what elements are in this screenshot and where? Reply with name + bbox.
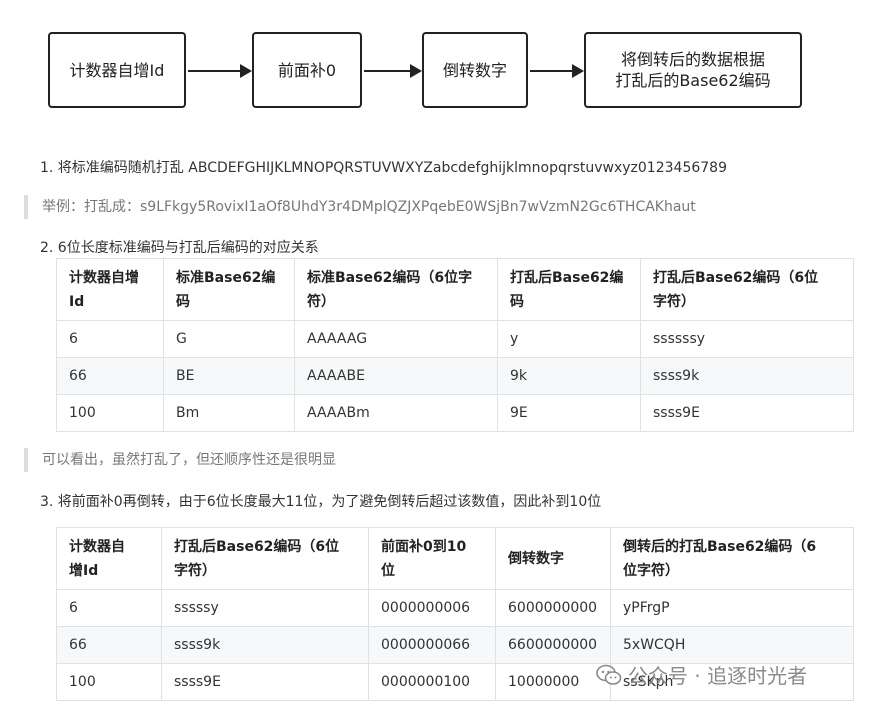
flow-box-reverse-label: 倒转数字 <box>442 60 507 80</box>
table-cell: AAAABE <box>294 357 498 395</box>
flow-arrow-3 <box>530 64 584 78</box>
table-cell: 100 <box>56 394 164 432</box>
flow-box-encode: 将倒转后的数据根据 打乱后的Base62编码 <box>584 32 802 108</box>
wechat-icon <box>596 664 622 685</box>
table-cell: 9k <box>497 357 641 395</box>
table-cell: ssssssy <box>640 320 854 358</box>
table-cell: ssSKph <box>610 663 854 701</box>
table-header-cell: 打乱后Base62编码（6位字符） <box>640 258 854 321</box>
table-cell: 6 <box>56 589 162 627</box>
table-cell: 66 <box>56 357 164 395</box>
table-header-cell: 倒转数字 <box>495 527 611 590</box>
table-header-cell: 打乱后Base62编码 <box>497 258 641 321</box>
table-header-cell: 标准Base62编码 <box>163 258 295 321</box>
table-cell: 6 <box>56 320 164 358</box>
flow-box-counter: 计数器自增Id <box>48 32 186 108</box>
flow-box-reverse: 倒转数字 <box>422 32 528 108</box>
watermark-text: 公众号 · 追逐时光者 <box>628 664 808 688</box>
flow-box-pad-zero: 前面补0 <box>252 32 362 108</box>
table-cell: ssss9E <box>640 394 854 432</box>
quote-example: 举例：打乱成：s9LFkgy5RovixI1aOf8UhdY3r4DMplQZJ… <box>24 195 696 219</box>
flow-box-counter-label: 计数器自增Id <box>69 60 165 80</box>
table-row: 66 BE AAAABE 9k ssss9k <box>56 357 854 395</box>
table-cell: Bm <box>163 394 295 432</box>
table-cell: ssss9E <box>161 663 369 701</box>
flow-box-encode-line1: 将倒转后的数据根据 <box>620 50 765 69</box>
step-3-text: 3. 将前面补0再倒转，由于6位长度最大11位，为了避免倒转后超过该数值，因此补… <box>40 494 602 510</box>
table-cell: 6000000000 <box>495 589 611 627</box>
table-cell: AAAABm <box>294 394 498 432</box>
table-cell: 0000000100 <box>368 663 496 701</box>
flow-box-encode-line2: 打乱后的Base62编码 <box>615 71 771 90</box>
flow-diagram: 计数器自增Id 前面补0 倒转数字 将倒转后的数据根据 打乱后的Base62编码 <box>0 0 884 120</box>
flow-box-pad-zero-label: 前面补0 <box>277 60 337 80</box>
table-cell: ssss9k <box>640 357 854 395</box>
flow-arrow-1 <box>188 64 252 78</box>
table-header-cell: 计数器自增Id <box>56 527 162 590</box>
step-1-text: 1. 将标准编码随机打乱 ABCDEFGHIJKLMNOPQRSTUVWXYZa… <box>40 160 727 176</box>
table-header-cell: 打乱后Base62编码（6位字符） <box>161 527 369 590</box>
table-cell: 9E <box>497 394 641 432</box>
table-cell: 100 <box>56 663 162 701</box>
watermark: 公众号 · 追逐时光者 <box>596 660 807 689</box>
table-cell: 0000000066 <box>368 626 496 664</box>
table-cell: sssssy <box>161 589 369 627</box>
flow-arrow-2 <box>364 64 422 78</box>
table-cell: ssss9k <box>161 626 369 664</box>
table-row: 6 G AAAAAG y ssssssy <box>56 320 854 358</box>
table-cell: 0000000006 <box>368 589 496 627</box>
table-cell: 10000000 <box>495 663 611 701</box>
table-cell: 5xWCQH <box>610 626 854 664</box>
step-2-text: 2. 6位长度标准编码与打乱后编码的对应关系 <box>40 240 319 256</box>
table-cell: AAAAAG <box>294 320 498 358</box>
table-row: 100 ssss9E 0000000100 10000000 ssSKph <box>56 663 854 701</box>
table-header-cell: 标准Base62编码（6位字符） <box>294 258 498 321</box>
table-cell: BE <box>163 357 295 395</box>
table-row: 100 Bm AAAABm 9E ssss9E <box>56 394 854 432</box>
table-cell: 66 <box>56 626 162 664</box>
table-cell: 6600000000 <box>495 626 611 664</box>
table-cell: y <box>497 320 641 358</box>
table-row: 6 sssssy 0000000006 6000000000 yPFrgP <box>56 589 854 627</box>
table-cell: yPFrgP <box>610 589 854 627</box>
table-cell: G <box>163 320 295 358</box>
table-row: 66 ssss9k 0000000066 6600000000 5xWCQH <box>56 626 854 664</box>
quote-observation: 可以看出，虽然打乱了，但还顺序性还是很明显 <box>24 448 336 472</box>
